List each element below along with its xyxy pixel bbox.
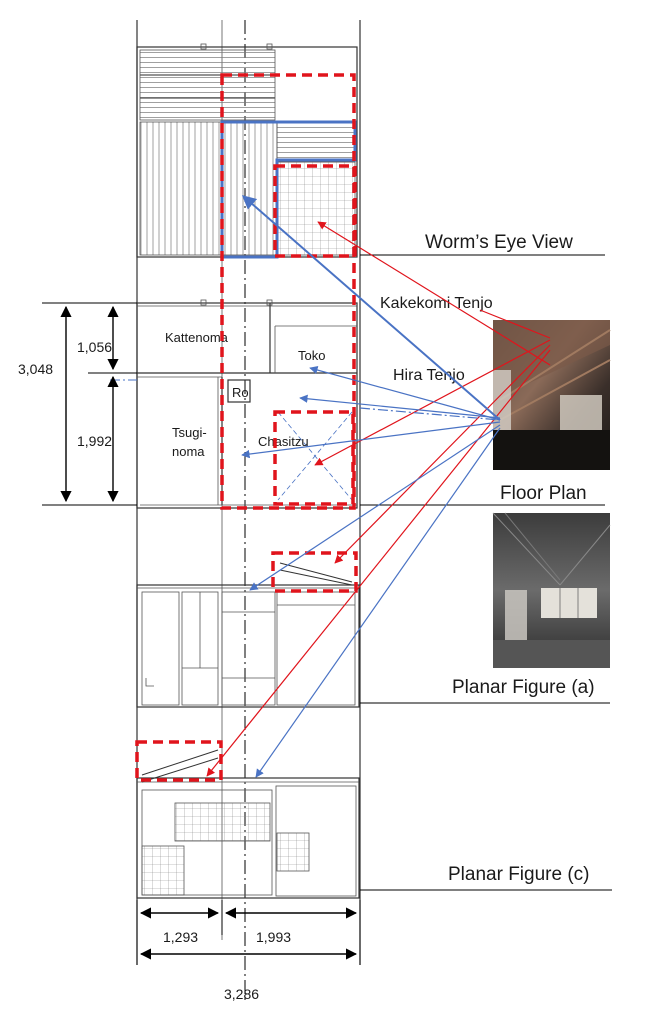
- floor-plan-label: Floor Plan: [500, 483, 587, 504]
- chasitzu-ceiling-outline: [273, 410, 355, 506]
- room-kattenoma: Kattenoma: [165, 330, 229, 345]
- red-arrows: [206, 221, 551, 777]
- chasitzu-zone-outline: [220, 73, 356, 510]
- blue-arrows: [241, 195, 501, 778]
- worms-eye-view-label: Worm’s Eye View: [425, 232, 573, 253]
- planar-figure-a-drawing: [136, 562, 360, 708]
- photo-top: [493, 320, 611, 470]
- kakekomi-tenjo-label: Kakekomi Tenjo: [380, 295, 493, 312]
- dim-1293: 1,293: [163, 929, 198, 945]
- planar-figure-c-drawing: [136, 749, 360, 899]
- room-tsugi-line2: noma: [172, 444, 205, 459]
- planar-figure-c-label: Planar Figure (c): [448, 864, 590, 885]
- photo-bottom: [492, 512, 611, 668]
- dim-1056: 1,056: [77, 339, 112, 355]
- hira-tenjo-label: Hira Tenjo: [393, 367, 465, 384]
- room-chasitzu: Chasitzu: [258, 434, 309, 449]
- kakekomi-tenjo-outline: [273, 164, 357, 258]
- dim-1993: 1,993: [256, 929, 291, 945]
- planar-c-ceiling-outline: [135, 740, 223, 782]
- dim-3048: 3,048: [18, 361, 53, 377]
- floor-plan-drawing: [136, 299, 358, 509]
- horizontal-dimensions: [136, 900, 361, 965]
- room-ro: Ro: [232, 385, 249, 400]
- room-tsugi-line1: Tsugi-: [172, 425, 207, 440]
- planar-figure-a-label: Planar Figure (a): [452, 677, 595, 698]
- dim-3286: 3,286: [224, 986, 259, 1002]
- planar-a-ceiling-outline: [271, 551, 358, 593]
- room-toko: Toko: [298, 348, 325, 363]
- vertical-dimensions: [42, 302, 137, 506]
- dim-1992: 1,992: [77, 433, 112, 449]
